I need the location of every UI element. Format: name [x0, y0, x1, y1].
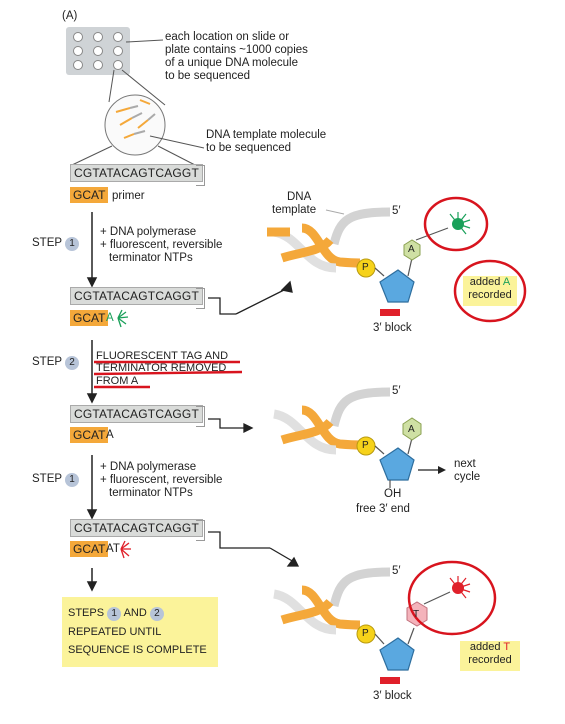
five-prime-1: 5′: [392, 205, 401, 217]
added-t-recorded: added T recorded: [460, 641, 520, 671]
base-a-2: A: [408, 424, 415, 435]
five-prime-2: 5′: [392, 385, 401, 397]
primer-seq-3: GCAT: [70, 427, 109, 443]
repeat-box: STEPS 1 AND 2 REPEATED UNTIL SEQUENCE IS…: [62, 597, 218, 667]
green-tag-1: [117, 309, 129, 328]
added-base-a-2: A: [106, 429, 114, 441]
seq-bracket-3: [196, 406, 205, 427]
template-caption-1: DNA template molecule: [206, 129, 327, 141]
seq-bracket-2: [196, 288, 205, 309]
primer-seq-2: GCAT: [70, 310, 109, 326]
three-prime-block-3: 3′ block: [373, 690, 412, 702]
step3-line-3: terminator NTPs: [109, 487, 193, 499]
step2-num: 2: [65, 356, 80, 370]
repeat-line-1: STEPS 1 AND 2: [68, 607, 164, 621]
repeat-num-2: 2: [149, 607, 164, 621]
phosphate-1: P: [362, 262, 369, 273]
step2-line-2: TERMINATOR REMOVED: [96, 362, 227, 374]
step3-word: STEP: [32, 473, 62, 485]
slide-caption-3: of a unique DNA molecule: [165, 57, 298, 69]
rec-post-3: recorded: [468, 654, 512, 666]
template-seq-4: CGTATACAGTCAGGT: [70, 519, 203, 537]
repeat-num-1: 1: [107, 607, 122, 621]
rec-base-t: T: [503, 641, 511, 653]
step1-line-2: + fluorescent, reversible: [100, 239, 223, 251]
molecule-2: [272, 387, 446, 488]
slide-caption-4: to be sequenced: [165, 70, 251, 82]
base-t: T: [413, 609, 420, 620]
dna-label: DNA: [287, 191, 312, 203]
template-seq-3: CGTATACAGTCAGGT: [70, 405, 203, 423]
repeat-line-3: SEQUENCE IS COMPLETE: [68, 644, 207, 656]
rec-pre-1: added: [469, 276, 501, 288]
molecule-3: [272, 560, 497, 684]
free-end-label: free 3′ end: [356, 503, 410, 515]
annotation-circle-3: [407, 560, 497, 636]
rec-post-1: recorded: [468, 289, 512, 301]
repeat-line-2: REPEATED UNTIL: [68, 626, 162, 638]
step3-line-2: + fluorescent, reversible: [100, 474, 223, 486]
added-base-a-1: A: [106, 312, 114, 324]
step1-label: STEP 1: [32, 237, 80, 251]
step2-line-3: FROM A: [96, 375, 139, 387]
step2-label: STEP 2: [32, 356, 80, 370]
slide-wells: [73, 32, 123, 70]
five-prime-3: 5′: [392, 565, 401, 577]
rec-pre-3: added: [469, 641, 501, 653]
step1-num: 1: [65, 237, 80, 251]
seq-bracket-1: [196, 165, 205, 186]
cycle-label: cycle: [454, 471, 481, 483]
annotation-circle-1: [423, 196, 489, 252]
panel-label: (A): [62, 10, 78, 22]
next-label: next: [454, 458, 476, 470]
step1-line-1: + DNA polymerase: [100, 226, 197, 238]
three-prime-block-1: 3′ block: [373, 322, 412, 334]
step3-num: 1: [65, 473, 80, 487]
magnified-well: [104, 94, 166, 156]
steps-word: STEPS: [68, 607, 105, 619]
molecule-1: [267, 196, 527, 323]
base-a-1: A: [408, 244, 415, 255]
phosphate-3: P: [362, 628, 369, 639]
template-caption-2: to be sequenced: [206, 142, 292, 154]
slide-caption-2: plate contains ~1000 copies: [165, 44, 308, 56]
annotation-circle-2: [453, 259, 527, 323]
rec-base-a: A: [502, 276, 511, 288]
seq-bracket-4: [196, 520, 205, 541]
primer-seq-1: GCAT: [70, 187, 109, 203]
template-seq-1: CGTATACAGTCAGGT: [70, 164, 203, 182]
template-label: template: [272, 204, 317, 216]
step2-line-1: FLUORESCENT TAG AND: [96, 350, 229, 362]
step2-word: STEP: [32, 356, 62, 368]
added-base-at: AT: [106, 543, 120, 555]
phosphate-2: P: [362, 440, 369, 451]
primer-seq-4: GCAT: [70, 541, 109, 557]
oh-label: OH: [384, 488, 402, 500]
and-word: AND: [123, 607, 147, 619]
step3-label: STEP 1: [32, 473, 80, 487]
step3-line-1: + DNA polymerase: [100, 461, 197, 473]
step1-line-3: terminator NTPs: [109, 252, 193, 264]
slide-caption-1: each location on slide or: [165, 31, 290, 43]
step1-word: STEP: [32, 237, 62, 249]
primer-label: primer: [112, 190, 145, 202]
template-seq-2: CGTATACAGTCAGGT: [70, 287, 203, 305]
added-a-recorded: added A recorded: [463, 276, 517, 306]
red-tag-1: [120, 540, 131, 559]
